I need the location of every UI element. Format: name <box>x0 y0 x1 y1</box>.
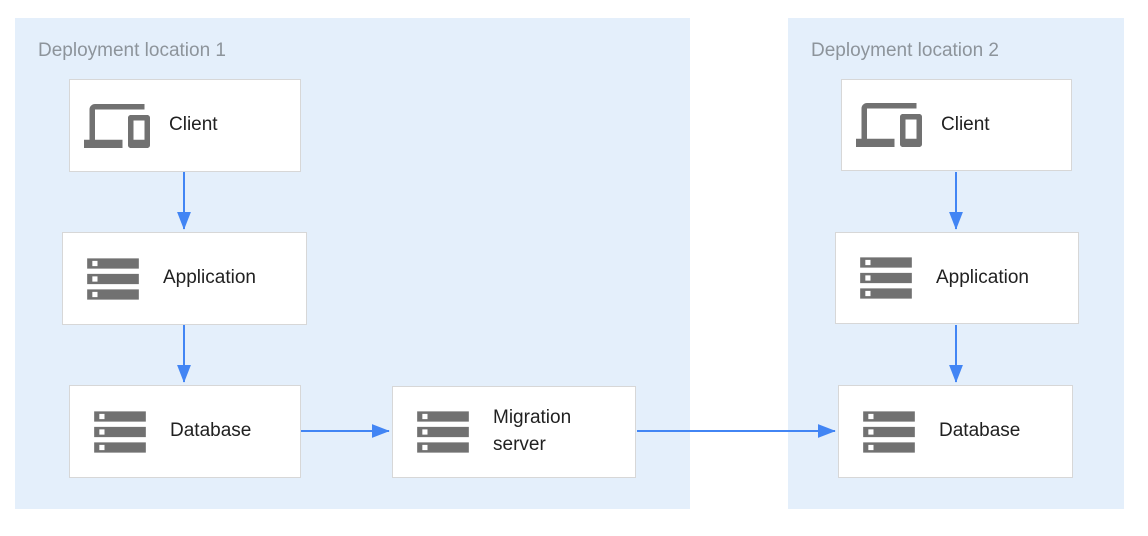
node-label: Migration server <box>493 407 572 455</box>
node-label: Client <box>941 113 990 135</box>
devices-icon <box>84 93 150 159</box>
storage-icon <box>412 401 474 463</box>
node-client-1: Client <box>69 79 301 172</box>
region-label-2: Deployment location 2 <box>811 40 999 61</box>
node-label: Application <box>936 266 1029 288</box>
node-application-1: Application <box>62 232 307 325</box>
node-label: Database <box>939 420 1021 442</box>
node-application-2: Application <box>835 232 1079 324</box>
node-migration-server: Migration server <box>392 386 636 478</box>
node-label: Database <box>170 420 252 442</box>
node-database-1: Database <box>69 385 301 478</box>
devices-icon <box>856 92 922 158</box>
region-label-1: Deployment location 1 <box>38 40 226 61</box>
node-label: Client <box>169 114 218 136</box>
node-client-2: Client <box>841 79 1072 171</box>
storage-icon <box>82 248 144 310</box>
storage-icon <box>89 401 151 463</box>
node-database-2: Database <box>838 385 1073 478</box>
storage-icon <box>855 247 917 309</box>
storage-icon <box>858 401 920 463</box>
node-label: Application <box>163 267 256 289</box>
